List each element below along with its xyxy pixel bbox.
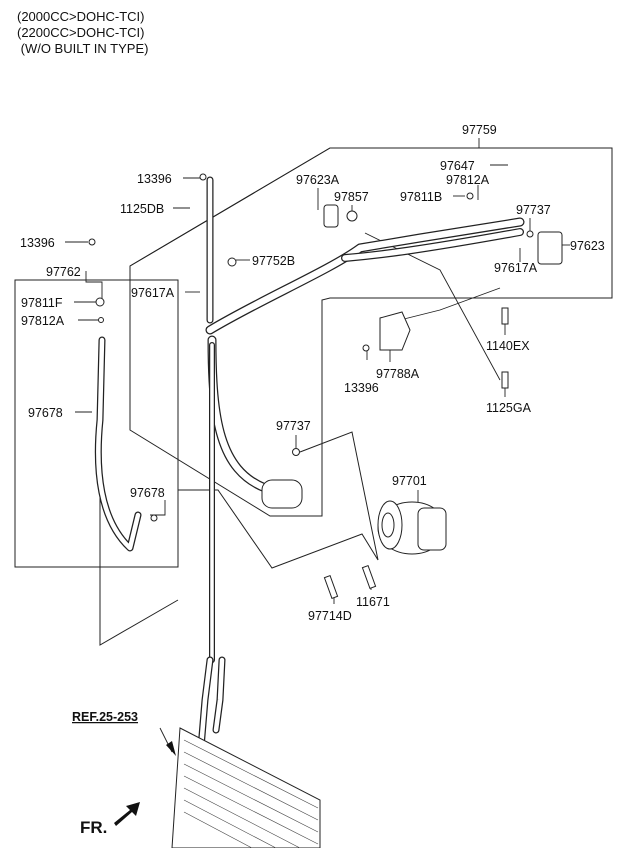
part-label-97714D: 97714D (308, 609, 352, 623)
part-label-11671: 11671 (356, 595, 390, 609)
part-label-1140EX: 1140EX (486, 339, 530, 353)
part-label-13396-mid: 13396 (344, 381, 379, 395)
part-label-13396-top: 13396 (137, 172, 172, 186)
part-label-97812A-top: 97812A (446, 173, 490, 187)
assembly-outline-97759 (129, 147, 613, 517)
front-arrow-icon (114, 802, 140, 826)
engine-spec-line-2: (2200CC>DOHC-TCI) (17, 25, 145, 40)
part-label-97857: 97857 (334, 190, 369, 204)
pressure-sensor (323, 204, 339, 228)
assembly-outline-97762 (14, 279, 179, 568)
part-label-97788A: 97788A (376, 367, 420, 381)
engine-spec-line-3: (W/O BUILT IN TYPE) (17, 41, 149, 56)
part-label-97811B: 97811B (400, 190, 442, 204)
hose-lines (94, 176, 525, 764)
front-direction-label: FR. (80, 818, 107, 837)
part-label-97762: 97762 (46, 265, 81, 279)
assembly-outline-97701-link (178, 431, 379, 569)
reference-link[interactable]: REF.25-253 (72, 710, 138, 724)
condenser-core (171, 727, 321, 848)
component-shapes (88, 173, 563, 848)
receiver-drier-97623 (537, 231, 563, 265)
part-label-1125GA: 1125GA (486, 401, 532, 415)
part-label-97737-top: 97737 (516, 203, 551, 217)
part-label-97759: 97759 (462, 123, 497, 137)
ref-arrow (166, 741, 176, 756)
part-label-97737-mid: 97737 (276, 419, 311, 433)
part-label-97752B: 97752B (252, 254, 295, 268)
part-label-1125DB: 1125DB (120, 202, 164, 216)
condenser-fins (183, 739, 319, 848)
part-label-13396-left: 13396 (20, 236, 55, 250)
engine-spec-line-1: (2000CC>DOHC-TCI) (17, 9, 145, 24)
compressor-97701 (377, 500, 447, 555)
part-label-97678-upper: 97678 (28, 406, 63, 420)
mounting-bracket-97788A (379, 311, 411, 351)
part-label-97701: 97701 (392, 474, 427, 488)
part-label-97678-lower: 97678 (130, 486, 165, 500)
part-label-97623A: 97623A (296, 173, 340, 187)
part-label-97647: 97647 (440, 159, 475, 173)
part-label-97811F: 97811F (21, 296, 63, 310)
muffler-body (261, 479, 303, 509)
part-label-97812A-left: 97812A (21, 314, 65, 328)
part-label-97623: 97623 (570, 239, 605, 253)
part-label-97617A-right: 97617A (494, 261, 538, 275)
part-label-97617A-left: 97617A (131, 286, 175, 300)
